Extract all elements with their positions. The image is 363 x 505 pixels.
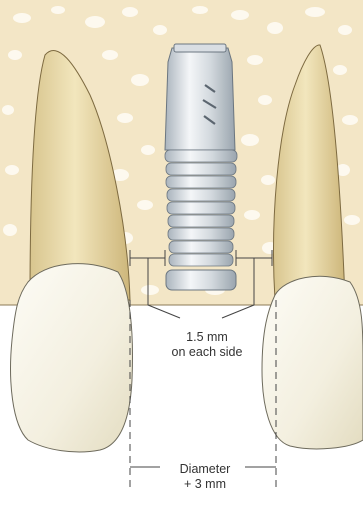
side-gap-label-line2: on each side (162, 345, 252, 360)
right-tooth-crown (262, 276, 363, 449)
implant-abutment (165, 48, 235, 150)
implant-base (166, 270, 236, 290)
implant-threads (165, 150, 237, 266)
side-gap-label-line1: 1.5 mm (162, 330, 252, 345)
implant-collar (174, 44, 226, 52)
diameter-label-line1: Diameter (170, 462, 240, 477)
left-tooth-crown (11, 264, 133, 452)
implant (165, 44, 237, 290)
diameter-label-line2: + 3 mm (170, 477, 240, 492)
side-gap-label: 1.5 mm on each side (160, 330, 254, 360)
diameter-label: Diameter + 3 mm (168, 462, 242, 492)
